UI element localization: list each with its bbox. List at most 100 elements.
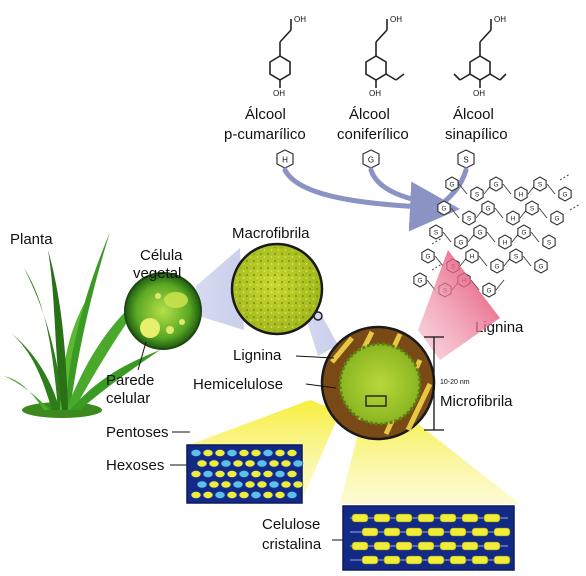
lignin-unit-letter: H — [470, 254, 475, 261]
sugar-ring — [233, 481, 243, 488]
lignin-unit: G — [491, 259, 503, 273]
sugar-ring — [263, 470, 273, 477]
glucose-unit — [384, 556, 400, 564]
glucose-unit — [406, 528, 422, 536]
sugar-ring — [203, 449, 213, 456]
glucose-unit — [472, 556, 488, 564]
glucose-unit — [374, 514, 390, 522]
lignin-unit-letter: S — [475, 192, 480, 199]
lignin-unit: H — [466, 249, 478, 263]
lignin-unit-letter: G — [441, 206, 446, 213]
cellulose-label-line1: Celulose — [262, 516, 320, 533]
lignin-unit-letter: S — [434, 230, 439, 237]
plant-cell-illustration — [125, 273, 201, 349]
sugar-ring — [251, 449, 261, 456]
lignin-unit-letter: G — [486, 288, 491, 295]
sugar-ring — [251, 470, 261, 477]
lignin-unit-letter: S — [538, 182, 543, 189]
cellulose-label-line2: cristalina — [262, 536, 322, 553]
sugar-ring — [197, 481, 207, 488]
monomer-h-sub: p-cumarílico — [224, 126, 306, 143]
lignin-unit-letter: G — [458, 240, 463, 247]
glucose-unit — [428, 528, 444, 536]
lignin-bond — [503, 184, 511, 194]
lignin-unit: G — [518, 225, 530, 239]
lignin-bond — [523, 256, 531, 266]
hexoses-label: Hexoses — [106, 457, 164, 474]
glucose-unit — [396, 542, 412, 550]
sugar-ring — [287, 470, 297, 477]
sugar-ring — [203, 491, 213, 498]
sugar-ring — [281, 460, 291, 467]
monomer-s-name: Álcool — [453, 106, 494, 123]
lignin-unit: S — [534, 177, 546, 191]
glucose-unit — [352, 514, 368, 522]
sugar-ring — [227, 449, 237, 456]
lignin-unit: S — [510, 249, 522, 263]
lignin-fiber-label: Lignina — [233, 347, 282, 364]
sugar-ring — [191, 449, 201, 456]
macrofibril-label: Macrofibrila — [232, 225, 310, 242]
lignin-unit: G — [438, 201, 450, 215]
microfibril-illustration — [322, 327, 434, 439]
macrofibril-illustration — [232, 244, 322, 334]
lignin-unit: S — [463, 211, 475, 225]
cell-label-line2: vegetal — [133, 265, 181, 282]
lignin-unit-letter: S — [530, 206, 535, 213]
lignin-stub — [560, 174, 570, 180]
lignin-unit: G — [535, 259, 547, 273]
lignin-unit: G — [455, 235, 467, 249]
sugar-ring — [263, 491, 273, 498]
lignin-bond — [539, 208, 547, 218]
sugar-ring — [245, 460, 255, 467]
lignin-unit: G — [414, 273, 426, 287]
lignin-unit: H — [507, 211, 519, 225]
monomer-g-name: Álcool — [349, 106, 390, 123]
sugar-ring — [215, 449, 225, 456]
glucose-unit — [406, 556, 422, 564]
monomer-h-oh-bottom: OH — [273, 89, 285, 98]
lignin-unit-letter: G — [521, 230, 526, 237]
sugar-ring — [293, 481, 303, 488]
hemicellulose-label: Hemicelulose — [193, 376, 283, 393]
lignin-bond — [547, 184, 555, 194]
sugar-ring — [287, 491, 297, 498]
unit-h-letter: H — [282, 156, 288, 165]
glucose-unit — [352, 542, 368, 550]
cellwall-pointer — [138, 342, 146, 370]
sugar-ring — [221, 481, 231, 488]
lignin-unit-letter: H — [511, 216, 516, 223]
lignin-stub — [570, 204, 580, 210]
sugar-ring — [257, 481, 267, 488]
sugar-ring — [251, 491, 261, 498]
glucose-unit — [418, 514, 434, 522]
sugar-ring — [293, 460, 303, 467]
size-label: 10-20 nm — [440, 379, 470, 386]
sugar-ring — [215, 470, 225, 477]
sugar-ring — [281, 481, 291, 488]
cellwall-label-line1: Parede — [106, 372, 154, 389]
cellwall-label-line2: celular — [106, 390, 150, 407]
unit-g-letter: G — [368, 156, 374, 165]
glucose-unit — [462, 542, 478, 550]
lignin-unit: G — [446, 177, 458, 191]
sugar-ring — [275, 470, 285, 477]
lignin-unit: G — [490, 177, 502, 191]
monomer-s-oh-bottom: OH — [473, 89, 485, 98]
monomer-arrows — [285, 170, 466, 208]
lignin-bond — [479, 256, 487, 266]
sugar-ring — [287, 449, 297, 456]
lignin-unit: G — [474, 225, 486, 239]
lignin-bond — [487, 232, 495, 242]
pentoses-label: Pentoses — [106, 424, 169, 441]
lignin-unit: G — [559, 187, 571, 201]
lignin-unit: G — [483, 283, 495, 297]
lignin-unit-letter: G — [554, 216, 559, 223]
lignin-unit-letter: G — [485, 206, 490, 213]
monomer-s-sub: sinapílico — [445, 126, 508, 143]
lignin-bond — [435, 256, 443, 266]
lignin-unit: S — [430, 225, 442, 239]
monomer-s-structure — [454, 19, 506, 88]
sugar-ring — [215, 491, 225, 498]
